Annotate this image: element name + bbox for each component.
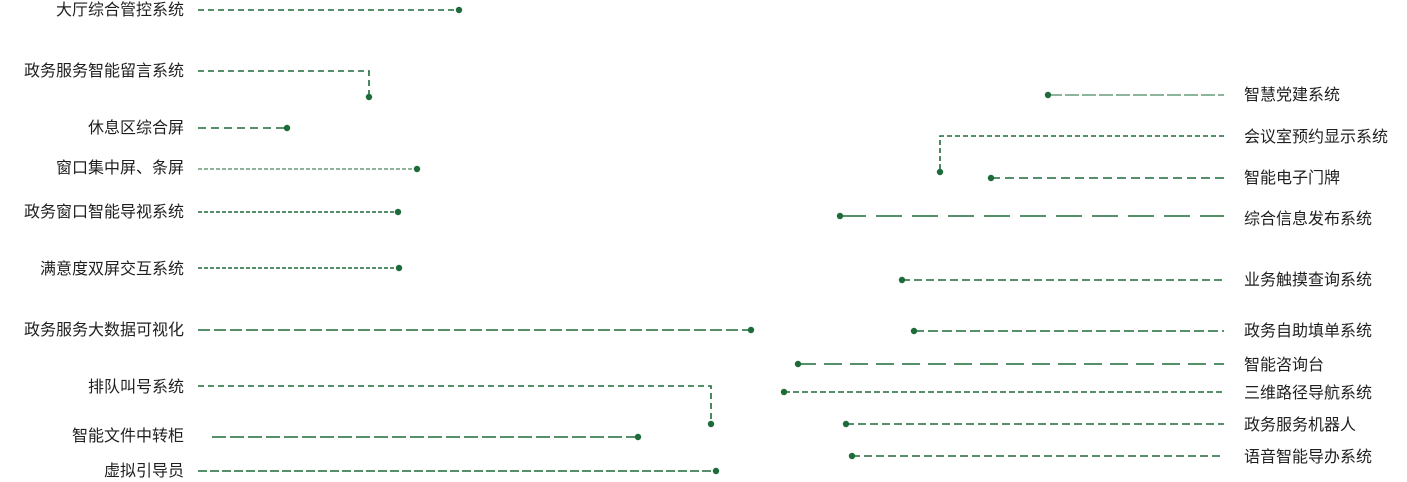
dot-consult-desk [794, 360, 802, 368]
right-label-voice-guide: 语音智能导办系统 [1244, 447, 1373, 466]
dot-virtual-guide [712, 467, 720, 475]
dot-window-guidance [394, 208, 402, 216]
dot-data-visualization [747, 326, 755, 334]
right-label-self-service-form: 政务自助填单系统 [1244, 321, 1373, 340]
dot-party-building [1044, 91, 1052, 99]
right-label-3d-navigation: 三维路径导航系统 [1244, 383, 1373, 402]
left-label-queue-system: 排队叫号系统 [87, 377, 184, 396]
left-label-lounge-screen: 休息区综合屏 [87, 118, 184, 137]
dot-info-release [836, 212, 844, 220]
left-label-message-system: 政务服务智能留言系统 [23, 61, 184, 80]
dot-file-cabinet [634, 433, 642, 441]
right-label-consult-desk: 智能咨询台 [1244, 355, 1325, 374]
dot-3d-navigation [780, 388, 788, 396]
left-label-hall-control: 大厅综合管控系统 [55, 0, 184, 19]
right-label-info-release: 综合信息发布系统 [1244, 209, 1373, 228]
dot-self-service-form [910, 327, 918, 335]
left-label-file-cabinet: 智能文件中转柜 [71, 426, 184, 445]
left-label-virtual-guide: 虚拟引导员 [103, 461, 184, 480]
dot-lounge-screen [283, 124, 291, 132]
right-label-door-plate: 智能电子门牌 [1244, 168, 1341, 187]
dot-hall-control [455, 6, 463, 14]
left-label-satisfaction-screen: 满意度双屏交互系统 [39, 259, 184, 278]
left-label-window-guidance: 政务窗口智能导视系统 [23, 202, 184, 221]
right-label-touch-query: 业务触摸查询系统 [1244, 270, 1373, 289]
dot-message-system [365, 93, 373, 101]
right-label-meeting-room: 会议室预约显示系统 [1244, 127, 1389, 146]
dot-door-plate [987, 174, 995, 182]
dot-touch-query [898, 276, 906, 284]
dot-service-robot [842, 420, 850, 428]
left-label-data-visualization: 政务服务大数据可视化 [23, 320, 184, 339]
dot-voice-guide [848, 452, 856, 460]
leader-meeting-room [939, 135, 1224, 172]
left-label-window-screens: 窗口集中屏、条屏 [55, 158, 184, 177]
leader-queue-system [198, 385, 712, 424]
dot-meeting-room [936, 168, 944, 176]
dot-satisfaction-screen [395, 264, 403, 272]
leader-message-system [198, 70, 370, 97]
dot-queue-system [707, 420, 715, 428]
right-label-service-robot: 政务服务机器人 [1244, 415, 1357, 434]
right-label-party-building: 智慧党建系统 [1244, 85, 1341, 104]
dot-window-screens [413, 165, 421, 173]
